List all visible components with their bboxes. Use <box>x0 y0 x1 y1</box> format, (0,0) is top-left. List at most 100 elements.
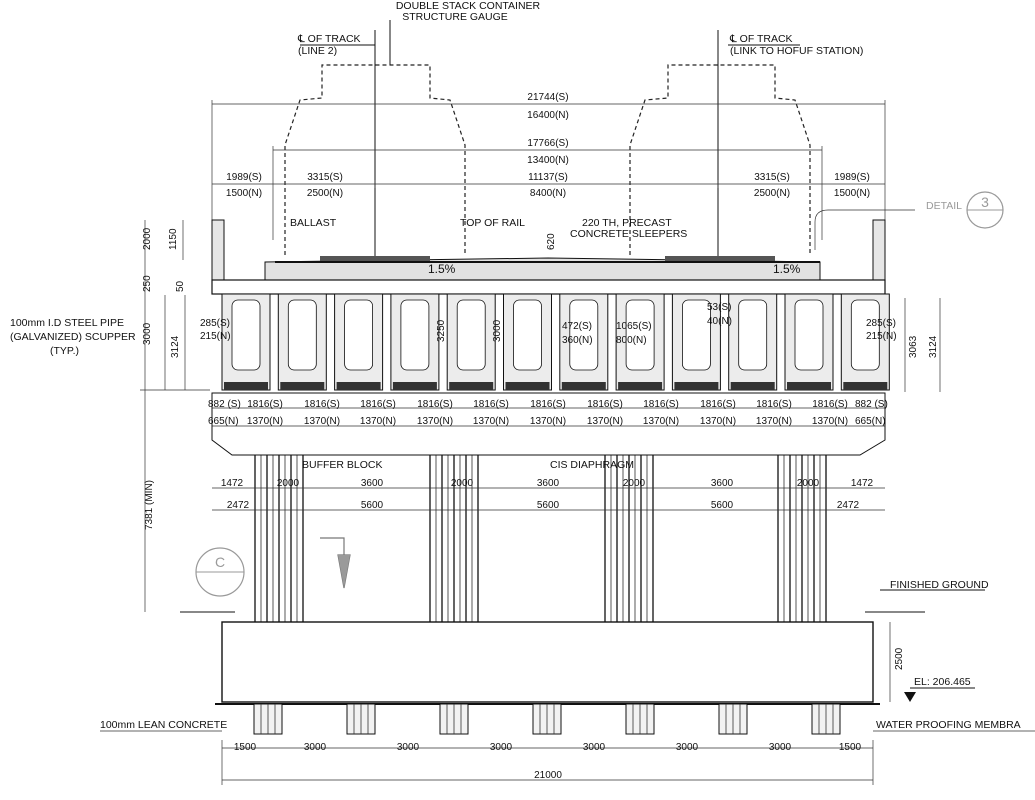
pipe-label-2: (GALVANIZED) SCUPPER <box>10 331 136 343</box>
dim-b-n: 800(N) <box>616 335 647 346</box>
dim-beam-s: 1816(S) <box>700 399 736 410</box>
sleepers-label-1: 220 TH, PRECAST <box>582 217 672 229</box>
dim-track-right-n: 2500(N) <box>754 188 790 199</box>
dim-track-right-s: 3315(S) <box>754 172 790 183</box>
slope-right-label: 1.5% <box>773 262 801 276</box>
pipe-label-1: 100mm I.D STEEL PIPE <box>10 317 124 329</box>
dim-pier-height: 7381 (MIN) <box>144 480 155 530</box>
dim-footing: 3000 <box>676 742 699 753</box>
dim-pier-top: 3600 <box>537 478 560 489</box>
dim-track-left-n: 2500(N) <box>307 188 343 199</box>
pile <box>346 703 376 735</box>
finished-ground-label: FINISHED GROUND <box>890 579 989 591</box>
lean-concrete-label: 100mm LEAN CONCRETE <box>100 719 227 731</box>
pile-cap <box>221 621 874 703</box>
dim-beam-n: 1370(N) <box>473 416 509 427</box>
gauge-label-line2: STRUCTURE GAUGE <box>402 11 508 23</box>
dim-pier-top: 1472 <box>221 478 244 489</box>
dim-track-left-s: 3315(S) <box>307 172 343 183</box>
right-centerline-sub: (LINK TO HOFUF STATION) <box>730 45 863 57</box>
dim-center-n: 8400(N) <box>530 188 566 199</box>
dim-web-left-n: 215(N) <box>200 331 231 342</box>
dim-h3250: 3250 <box>436 319 447 342</box>
dim-beam-s: 1816(S) <box>812 399 848 410</box>
dim-web-right-n: 215(N) <box>866 331 897 342</box>
left-centerline-sub: (LINE 2) <box>298 45 337 57</box>
dim-beam-n: 1370(N) <box>304 416 340 427</box>
pile <box>625 703 655 735</box>
pier-cap <box>211 392 886 456</box>
dim-beam-s: 1816(S) <box>643 399 679 410</box>
pile <box>532 703 562 735</box>
detail-label: DETAIL <box>926 200 962 212</box>
dim-h3063: 3063 <box>908 335 919 358</box>
box-beam <box>503 293 552 391</box>
dim-pier-top: 1472 <box>851 478 874 489</box>
dim-b-s: 1065(S) <box>616 321 652 332</box>
cis-diaphragm-label: CIS DIAPHRAGM <box>550 459 634 471</box>
dim-a-n: 360(N) <box>562 335 593 346</box>
gauge-label-line1: DOUBLE STACK CONTAINER <box>396 0 541 12</box>
column-group <box>254 455 827 622</box>
dim-footing: 3000 <box>304 742 327 753</box>
dim-beam-s: 1816(S) <box>530 399 566 410</box>
dim-pier-bottom: 2472 <box>227 500 250 511</box>
dim-beam-n: 1370(N) <box>360 416 396 427</box>
left-structure-gauge <box>284 64 466 255</box>
left-centerline-label: ℄ OF TRACK <box>297 33 361 45</box>
dim-h3124-right: 3124 <box>928 335 939 358</box>
dim-web-right-s: 285(S) <box>866 318 896 329</box>
top-dimension-lines <box>211 100 886 240</box>
dim-beam-s: 1816(S) <box>304 399 340 410</box>
right-structure-gauge <box>629 64 811 255</box>
pier-column <box>429 455 479 622</box>
dim-footing: 1500 <box>234 742 257 753</box>
dim-overall-s: 21744(S) <box>527 92 568 103</box>
dim-beam-n: 1370(N) <box>530 416 566 427</box>
waterproofing-label: WATER PROOFING MEMBRA <box>876 719 1021 731</box>
dim-footing-2500: 2500 <box>894 647 905 670</box>
pier-column <box>777 455 827 622</box>
dim-pier-top: 2000 <box>797 478 820 489</box>
dim-edge-right-n: 1500(N) <box>834 188 870 199</box>
dim-beam-s: 1816(S) <box>247 399 283 410</box>
box-beam <box>221 293 271 391</box>
dim-beam-n: 1370(N) <box>587 416 623 427</box>
dim-pier-top: 2000 <box>623 478 646 489</box>
dim-pier-bottom: 5600 <box>537 500 560 511</box>
dim-footing: 3000 <box>583 742 606 753</box>
dim-h3000b: 3000 <box>492 319 503 342</box>
sleepers-label-2: CONCRETE SLEEPERS <box>570 228 687 240</box>
ballast-label: BALLAST <box>290 217 337 229</box>
dim-h1150: 1150 <box>168 228 179 250</box>
dim-a-s: 472(S) <box>562 321 592 332</box>
box-beam <box>390 293 440 391</box>
pile <box>253 703 283 735</box>
dim-beam-n: 1370(N) <box>812 416 848 427</box>
dim-footing: 1500 <box>839 742 862 753</box>
beam-group <box>221 293 890 391</box>
dim-pier-bottom: 2472 <box>837 500 860 511</box>
dim-h2000: 2000 <box>142 227 153 250</box>
dim-beam-n: 1370(N) <box>417 416 453 427</box>
dim-beam-n: 1370(N) <box>643 416 679 427</box>
box-beam <box>615 293 665 391</box>
dim-footing: 3000 <box>769 742 792 753</box>
section-mark-letter: C <box>215 554 225 570</box>
box-beam <box>277 293 327 391</box>
dim-footing: 3000 <box>490 742 513 753</box>
box-beam <box>334 293 384 391</box>
right-centerline-label: ℄ OF TRACK <box>729 33 793 45</box>
pile <box>811 703 841 735</box>
elevation-marker-icon <box>904 692 916 702</box>
dim-pier-top: 2000 <box>277 478 300 489</box>
dim-beam-s: 1816(S) <box>417 399 453 410</box>
box-beam <box>840 293 890 391</box>
dim-beam-s: 1816(S) <box>587 399 623 410</box>
deck-slab <box>211 279 886 295</box>
dim-h250: 250 <box>142 275 153 292</box>
dim-overall-n: 16400(N) <box>527 110 569 121</box>
